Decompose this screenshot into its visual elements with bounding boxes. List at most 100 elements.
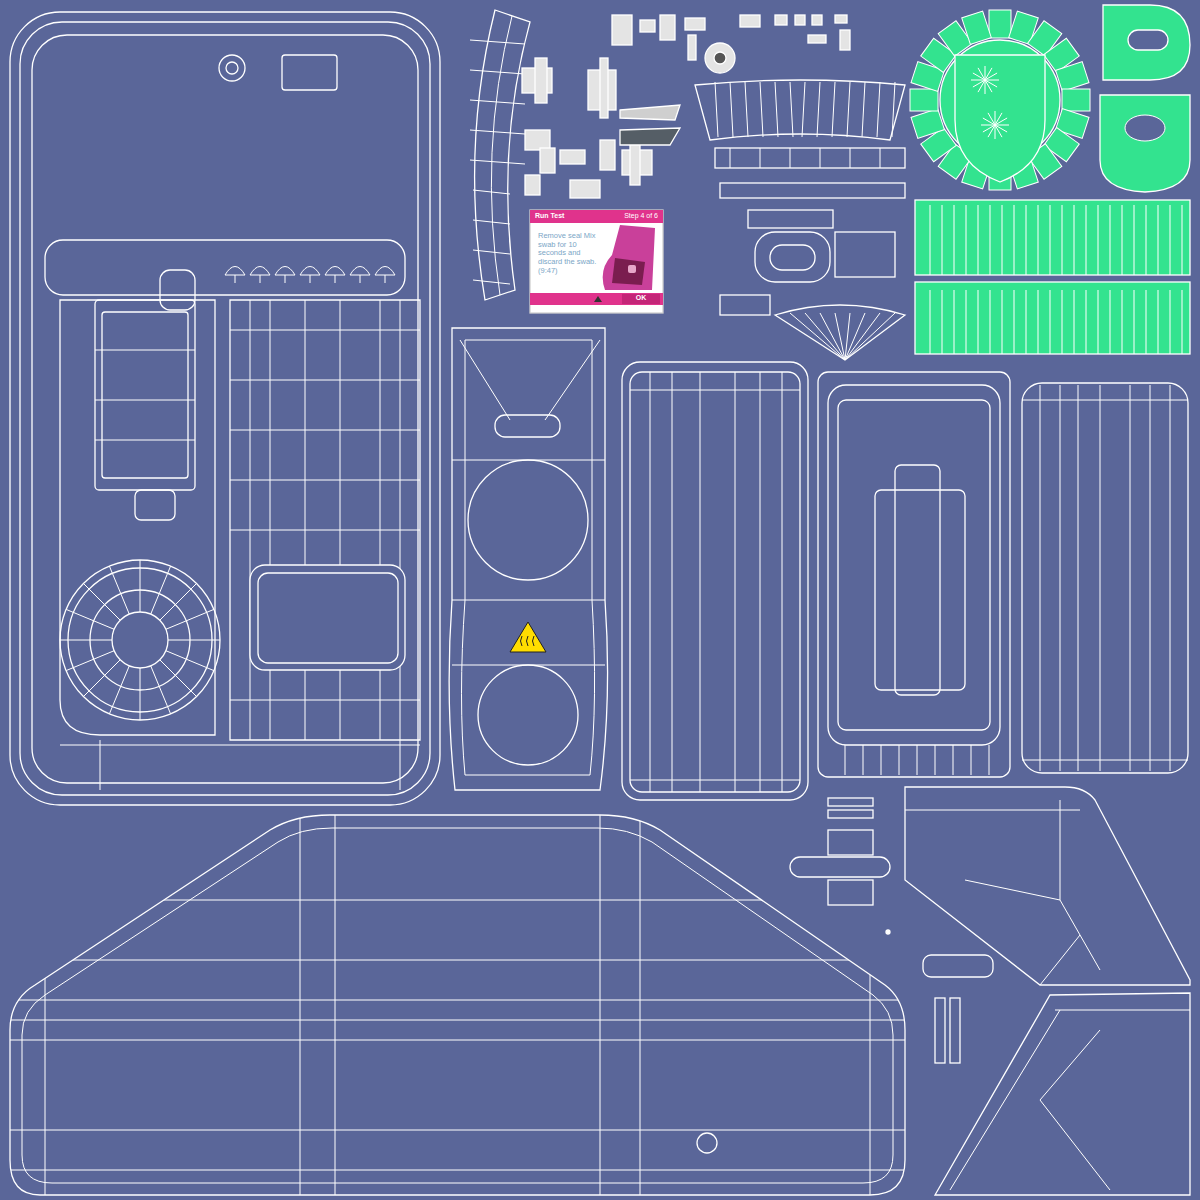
uv-edge <box>1110 290 1111 354</box>
uv-edge <box>790 82 793 137</box>
uv-edge <box>1078 385 1079 771</box>
uv-edge <box>1050 290 1051 354</box>
up-arrow-icon <box>594 296 602 302</box>
uv-edge <box>1100 385 1101 771</box>
small-island <box>740 15 760 27</box>
uv-edge <box>230 430 420 431</box>
uv-ring <box>226 62 238 74</box>
uv-edge <box>917 745 918 775</box>
uv-edge <box>863 745 864 775</box>
uv-edge <box>630 780 800 781</box>
uv-edge <box>835 313 845 360</box>
uv-edge <box>1014 205 1015 275</box>
umbrella-mark <box>325 267 345 276</box>
small-island <box>808 35 826 43</box>
uv-edge <box>966 205 967 275</box>
uv-edge <box>1170 385 1171 771</box>
uv-edge <box>0 900 910 901</box>
uv-edge <box>470 100 525 104</box>
uv-edge <box>845 313 895 360</box>
uv-edge <box>1122 205 1123 275</box>
uv-edge <box>470 160 525 164</box>
green-segment <box>910 89 938 111</box>
uv-edge <box>847 82 850 137</box>
uv-edge <box>400 740 401 790</box>
uv-ring <box>468 460 588 580</box>
uv-edge <box>995 125 996 139</box>
uv-island <box>828 830 873 855</box>
uv-edge <box>470 130 525 134</box>
uv-edge <box>335 275 336 283</box>
uv-edge <box>985 80 999 81</box>
uv-edge <box>782 372 783 792</box>
uv-edge <box>1074 290 1075 354</box>
uv-island <box>160 270 195 310</box>
uv-edge <box>995 125 1002 137</box>
uv-island <box>95 300 195 490</box>
uv-edge <box>790 313 845 360</box>
small-island <box>600 58 608 118</box>
uv-island <box>838 400 990 730</box>
uv-edge <box>845 745 846 775</box>
uv-edge <box>1086 290 1087 354</box>
uv-island <box>828 880 873 905</box>
uv-island <box>915 282 1190 354</box>
green-shield <box>955 55 1045 182</box>
uv-edge <box>462 340 595 775</box>
uv-edge <box>950 1010 1190 1190</box>
uv-edge <box>166 651 214 671</box>
uv-edge <box>630 390 800 391</box>
uv-island <box>748 210 833 228</box>
uv-edge <box>270 300 271 740</box>
uv-island <box>250 565 405 670</box>
uv-edge <box>862 82 865 137</box>
uv-edge <box>1098 205 1099 275</box>
device-image <box>612 258 645 285</box>
umbrella-mark <box>350 267 370 276</box>
uv-edge <box>892 82 895 137</box>
small-island <box>640 20 655 32</box>
uv-edge <box>1170 290 1171 354</box>
device-image <box>628 265 636 273</box>
uv-island <box>720 183 905 198</box>
uv-edge <box>730 148 731 168</box>
uv-edge <box>0 1130 910 1131</box>
uv-island <box>20 22 430 795</box>
uv-island <box>32 35 418 783</box>
uv-edge <box>0 1040 910 1041</box>
uv-edge <box>400 300 401 740</box>
uv-island <box>935 998 945 1063</box>
green-island <box>1100 95 1190 192</box>
uv-island <box>950 998 960 1063</box>
uv-edge <box>335 810 336 1195</box>
uv-edge <box>954 205 955 275</box>
uv-edge <box>817 82 820 137</box>
small-island <box>620 105 680 120</box>
uv-edge <box>760 148 761 168</box>
small-island <box>840 30 850 50</box>
uv-island <box>495 415 560 437</box>
uv-edge <box>760 372 761 792</box>
uv-edge <box>802 82 805 137</box>
uv-edge <box>935 745 936 775</box>
uv-edge <box>953 745 954 775</box>
uv-edge <box>473 280 510 284</box>
uv-edge <box>870 810 871 1195</box>
uv-edge <box>971 745 972 775</box>
uv-edge <box>230 530 420 531</box>
uv-edge <box>1098 290 1099 354</box>
heat-warning-symbol <box>510 622 546 652</box>
uv-island <box>1022 383 1188 773</box>
uv-edge <box>954 290 955 354</box>
uv-edge <box>775 82 778 137</box>
uv-ring <box>697 1133 717 1153</box>
uv-edge <box>475 10 530 300</box>
uv-edge <box>905 800 1100 985</box>
uv-edge <box>832 82 835 137</box>
uv-edge <box>905 787 1190 985</box>
uv-edge <box>966 290 967 354</box>
uv-edge <box>600 810 601 1195</box>
uv-edge <box>230 300 420 740</box>
